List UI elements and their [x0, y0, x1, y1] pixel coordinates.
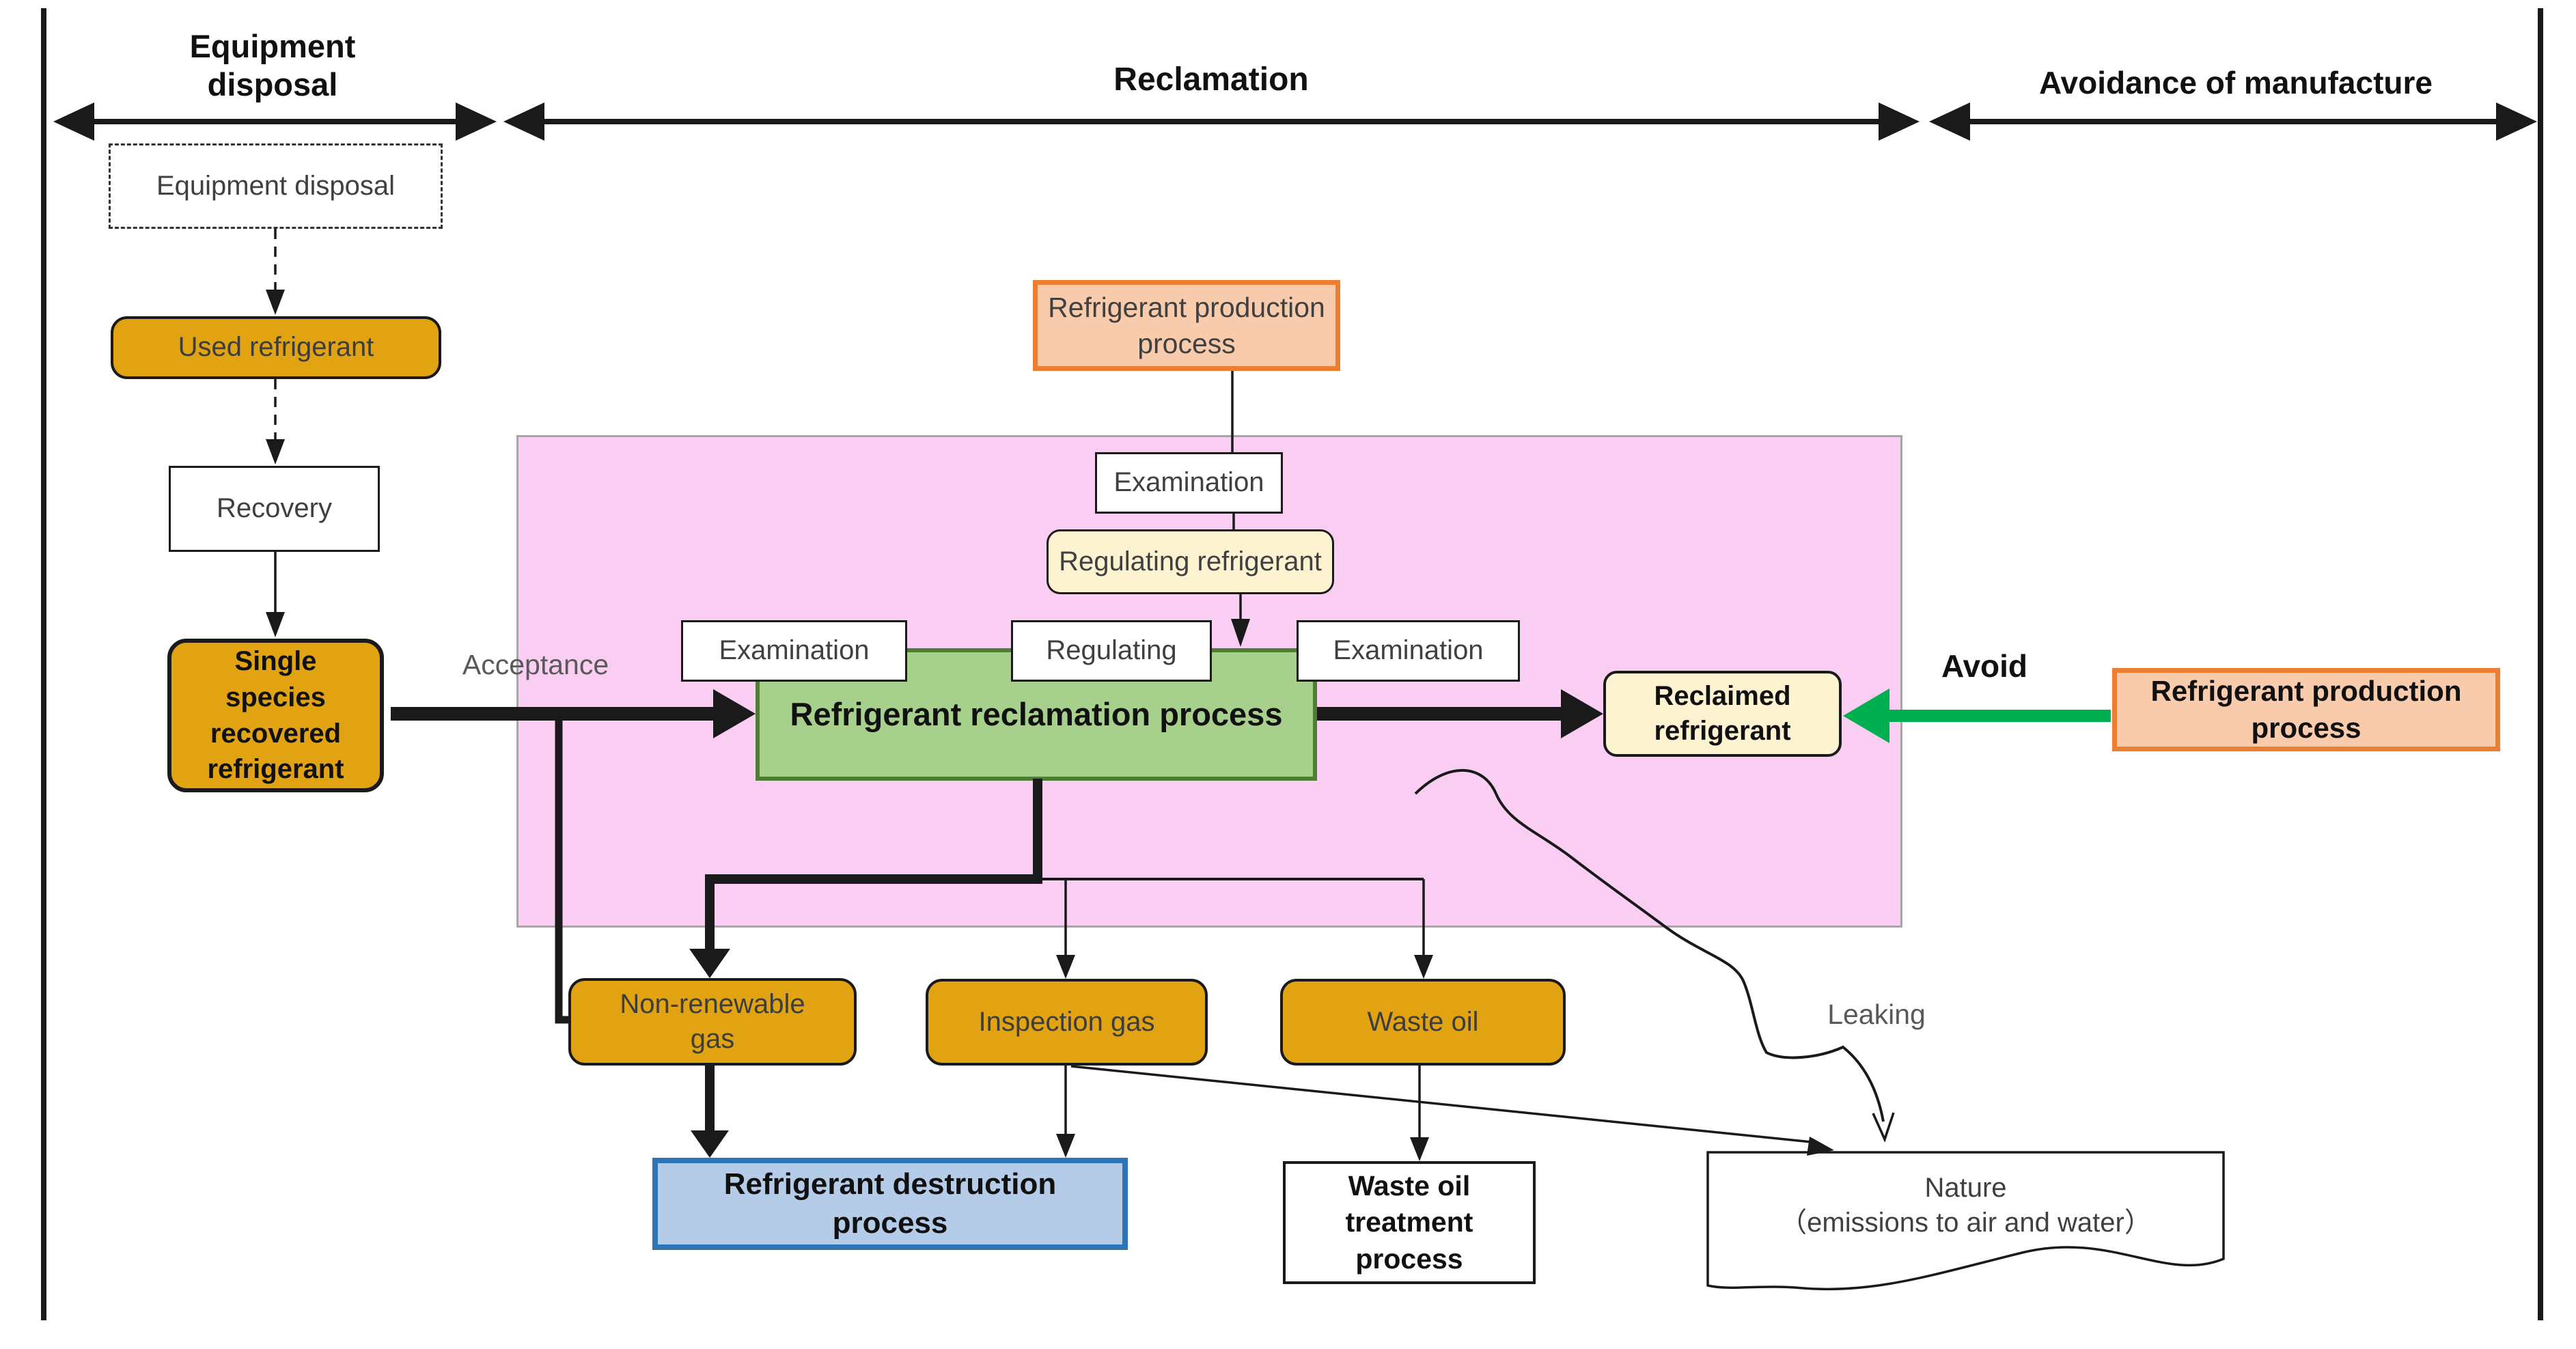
section-reclamation: Reclamation	[1113, 61, 1309, 98]
node-examination-left: Examination	[681, 620, 907, 682]
line-acceptance-branch	[555, 708, 568, 1024]
node-nature-label: Nature （emissions to air and water）	[1779, 1172, 2152, 1238]
node-nature-shape	[1706, 1151, 2225, 1291]
node-regulating-refrigerant: Regulating refrigerant	[1047, 529, 1334, 594]
node-examination-top: Examination	[1095, 452, 1283, 514]
section-span-arrows	[53, 102, 2537, 141]
arrow-inspection-to-destruction	[1056, 1066, 1075, 1158]
arrow-acceptance	[391, 689, 756, 738]
node-used-refrigerant: Used refrigerant	[111, 316, 441, 379]
node-non-renewable-gas: Non-renewable gas	[568, 978, 857, 1066]
lines-to-byproducts	[1038, 878, 1433, 979]
line-production-to-examination	[1231, 371, 1250, 647]
node-equipment-disposal: Equipment disposal	[109, 143, 443, 229]
arrow-used-to-recovery	[266, 379, 285, 464]
section-avoidance: Avoidance of manufacture	[2039, 65, 2433, 100]
node-destruction-process: Refrigerant destruction process	[652, 1158, 1128, 1250]
node-production-right: Refrigerant production process	[2112, 668, 2500, 751]
label-acceptance: Acceptance	[462, 649, 609, 680]
arrow-disposal-to-used	[266, 229, 285, 315]
node-recovery: Recovery	[169, 466, 380, 552]
label-avoid: Avoid	[1941, 648, 2028, 684]
arrow-reclamation-output	[1317, 689, 1603, 738]
node-examination-right: Examination	[1297, 620, 1520, 682]
arrow-leaking	[1414, 768, 1895, 1143]
arrow-to-destruction	[691, 1066, 729, 1158]
node-waste-oil-treatment: Waste oil treatment process	[1283, 1161, 1536, 1284]
arrow-avoid	[1843, 689, 2111, 743]
section-equipment-disposal: Equipment disposal	[189, 28, 356, 103]
node-regulating: Regulating	[1011, 620, 1212, 682]
node-reclaimed-refrigerant: Reclaimed refrigerant	[1603, 671, 1842, 757]
node-production-top: Refrigerant production process	[1033, 280, 1340, 371]
label-leaking: Leaking	[1827, 999, 1926, 1030]
arrow-to-non-renewable	[689, 779, 1042, 978]
node-waste-oil: Waste oil	[1280, 979, 1566, 1066]
arrow-recovery-to-single	[266, 552, 285, 637]
arrow-wasteoil-to-treatment	[1410, 1066, 1429, 1161]
node-inspection-gas: Inspection gas	[926, 979, 1208, 1066]
node-single-species: Single species recovered refrigerant	[167, 639, 384, 792]
arrow-inspection-to-nature	[1070, 1065, 1834, 1156]
